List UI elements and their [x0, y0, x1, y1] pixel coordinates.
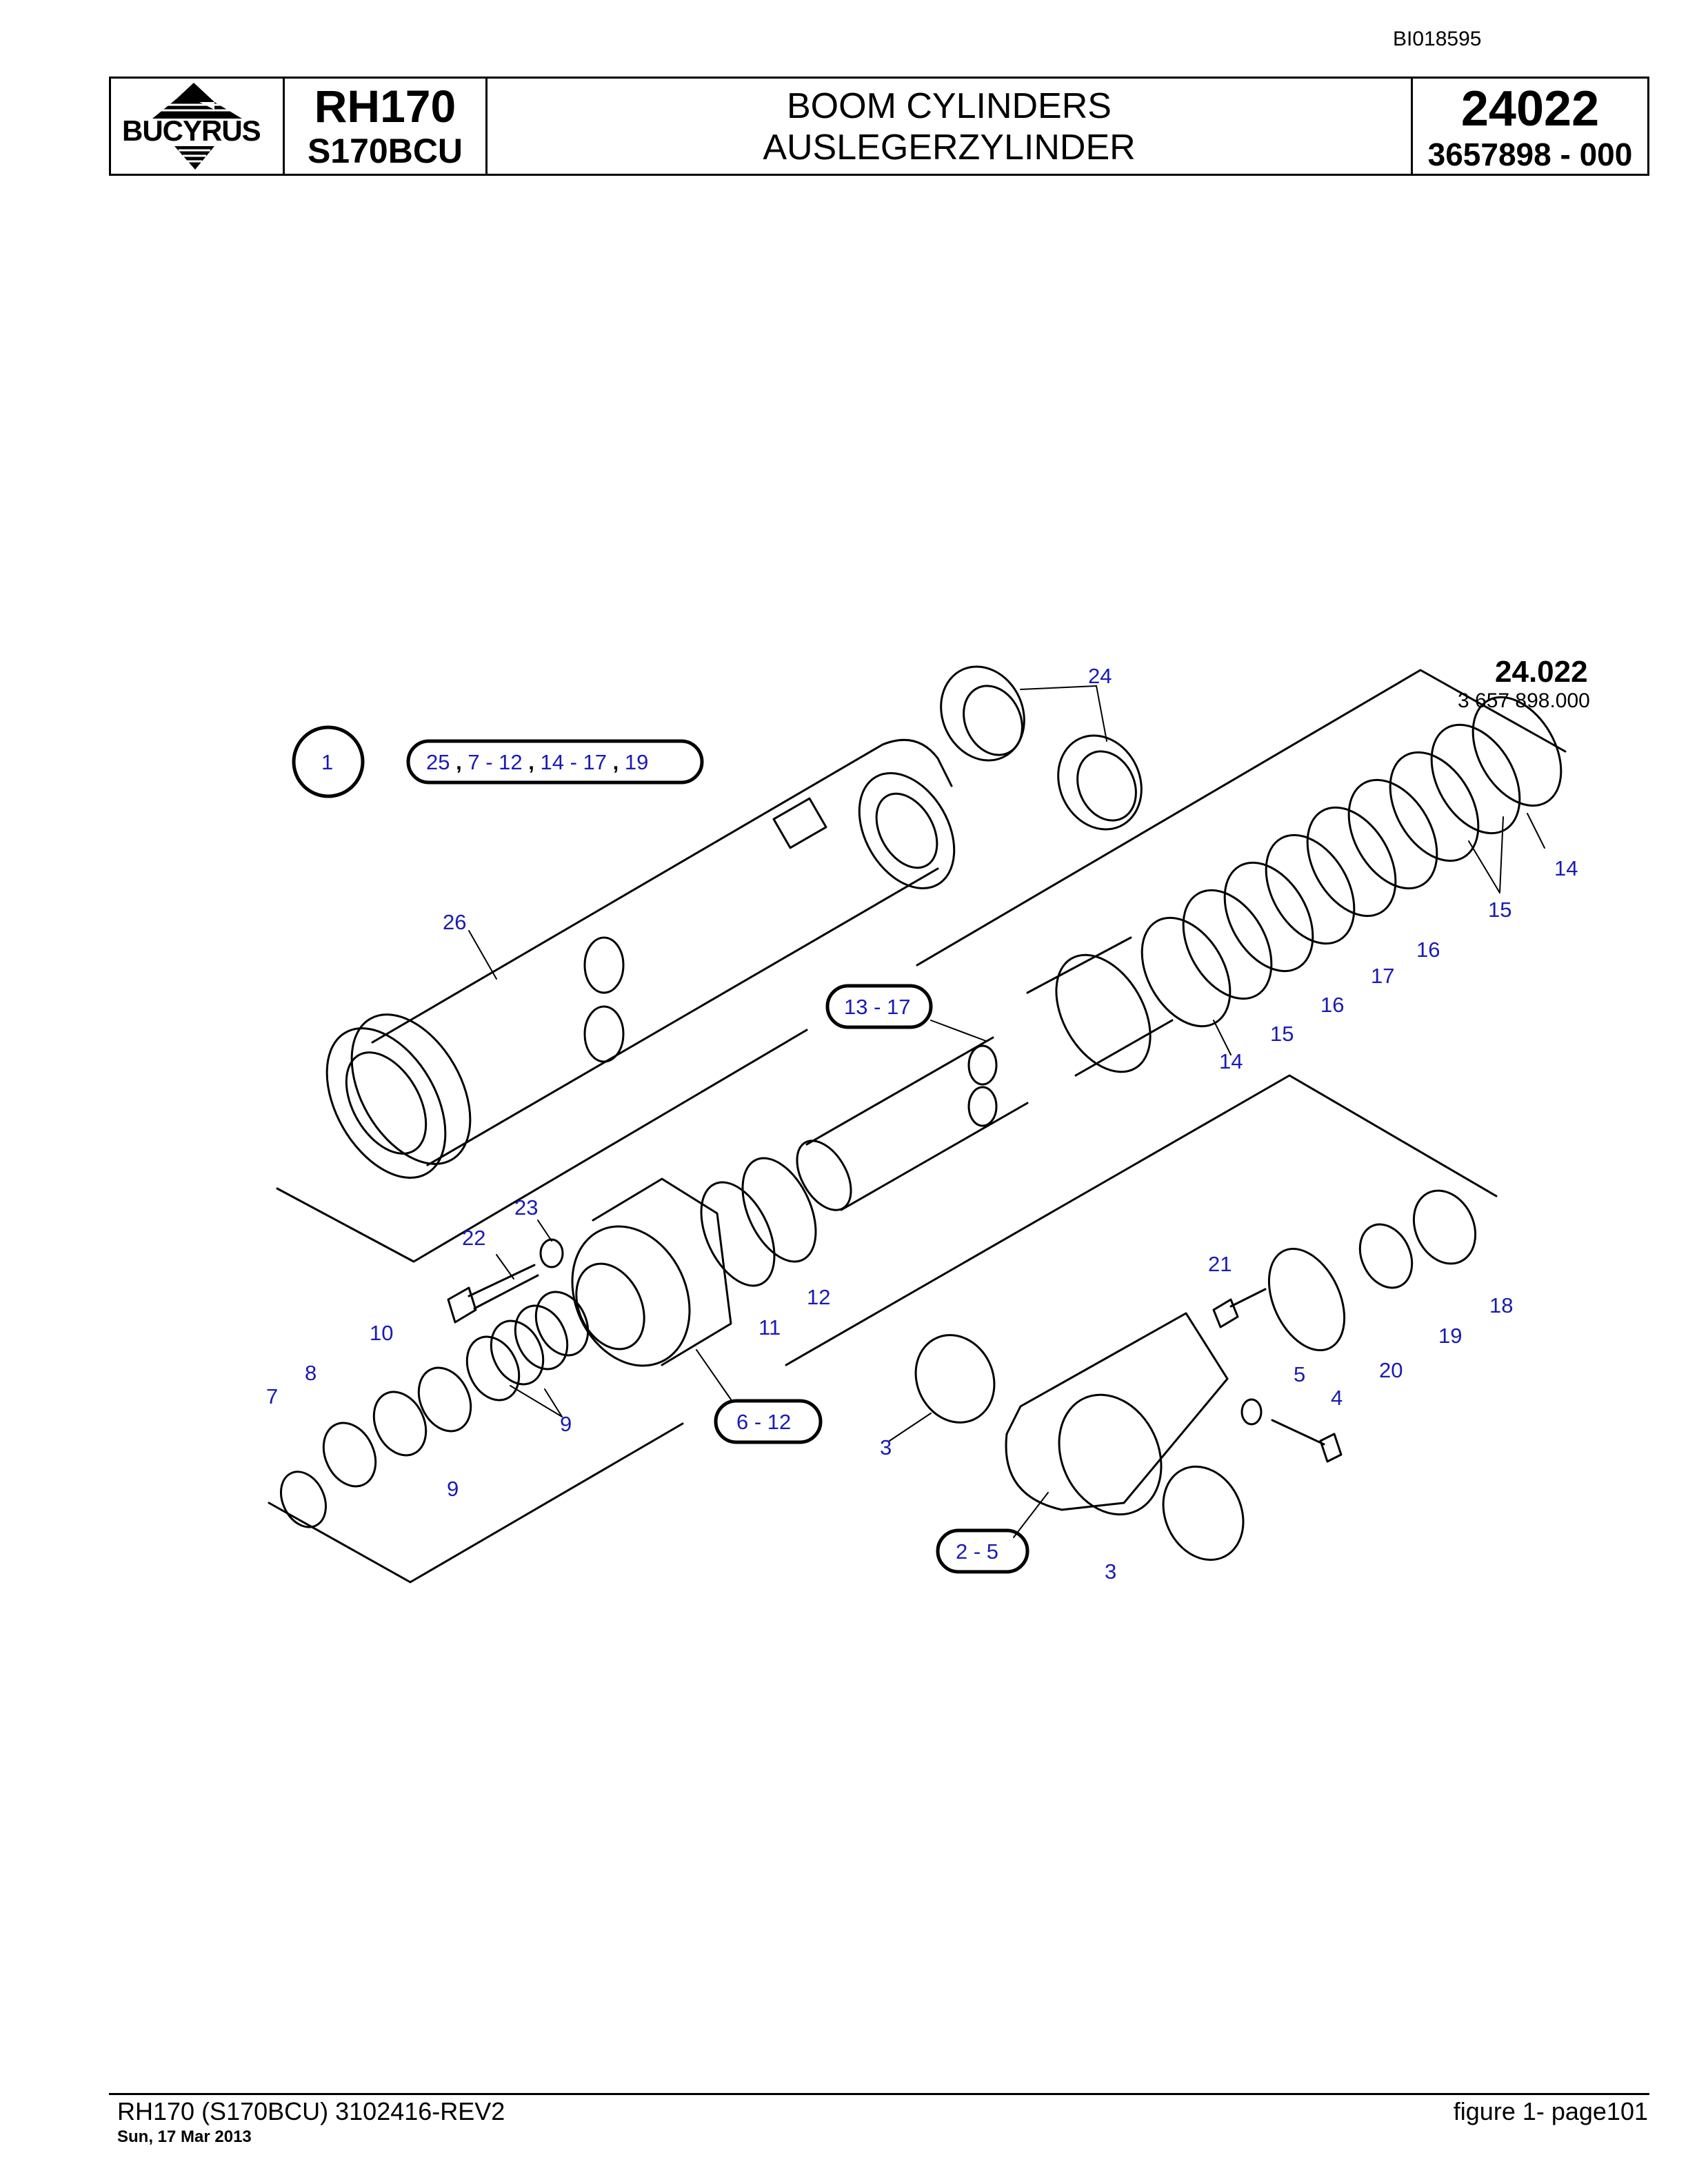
callout-4: 4: [1331, 1386, 1343, 1410]
main-part-7-12: 7 - 12: [468, 750, 523, 774]
piston-rings: [1141, 696, 1563, 1028]
rod-eye: [914, 1312, 1245, 1561]
callout-5: 5: [1294, 1362, 1306, 1386]
cylinder-head: [571, 1177, 732, 1367]
callout-16: 16: [1320, 993, 1345, 1017]
group-bubble-main: [406, 739, 704, 785]
separator: ,: [528, 750, 534, 774]
piston-rod: [796, 936, 1174, 1211]
callout-14: 14: [1219, 1049, 1243, 1073]
model-name: RH170: [314, 81, 456, 132]
callout-26: 26: [443, 910, 467, 934]
group-bubble-piston: [825, 984, 933, 1029]
cylinder-tube: [325, 738, 956, 1179]
leader-lines: [468, 685, 1545, 1538]
head-bolt: [447, 1238, 564, 1324]
model-sub: S170BCU: [307, 132, 463, 170]
callout-21: 21: [1208, 1252, 1232, 1276]
title-cell: BOOM CYLINDERS AUSLEGERZYLINDER: [488, 79, 1413, 174]
rod-eye-hardware: [1212, 1189, 1477, 1463]
callout-11: 11: [758, 1315, 781, 1339]
callout-9: 9: [560, 1412, 572, 1436]
group-ref-main-parts: 25 , 7 - 12 , 14 - 17 , 19: [426, 751, 648, 774]
callout-16: 16: [1416, 938, 1440, 962]
group-number: 24.022: [1495, 655, 1588, 689]
head-seals: [280, 1157, 817, 1528]
callout-3: 3: [1105, 1559, 1117, 1584]
group-bubble-rod-eye: [936, 1528, 1029, 1574]
part-number: 3657898 - 000: [1427, 136, 1633, 172]
callout-3: 3: [880, 1435, 892, 1459]
callout-23: 23: [514, 1195, 539, 1220]
group-ref-main: 1: [321, 750, 334, 774]
title-english: BOOM CYLINDERS: [787, 86, 1112, 126]
callout-22: 22: [462, 1226, 486, 1250]
logo-cell: BUCYRUS: [111, 79, 285, 174]
separator: ,: [456, 750, 462, 774]
callout-10: 10: [370, 1321, 394, 1345]
callout-19: 19: [1438, 1324, 1463, 1348]
group-ref-piston: 13 - 17: [844, 995, 911, 1019]
callout-14: 14: [1554, 856, 1578, 880]
group-bubble-1: [292, 725, 365, 798]
group-ref-head: 6 - 12: [736, 1410, 792, 1434]
document-id: BI018595: [1393, 28, 1482, 50]
group-ref-rod-eye: 2 - 5: [956, 1539, 999, 1564]
callout-24: 24: [1088, 664, 1112, 688]
title-block: BUCYRUS RH170 S170BCU BOOM CYLINDERS AUS…: [109, 77, 1649, 176]
footer-rule: [109, 2093, 1649, 2095]
bucyrus-logo-icon: [152, 83, 242, 170]
callout-18: 18: [1489, 1293, 1514, 1317]
callout-8: 8: [305, 1361, 317, 1385]
logo-wordmark: BUCYRUS: [122, 114, 261, 147]
title-german: AUSLEGERZYLINDER: [763, 128, 1136, 168]
main-part-14-17: 14 - 17: [540, 750, 607, 774]
separator: ,: [612, 750, 619, 774]
callout-9: 9: [447, 1477, 459, 1501]
group-part-number: 3 657 898.000: [1458, 689, 1590, 712]
group-bubble-head: [714, 1399, 823, 1444]
main-part-19: 19: [624, 750, 649, 774]
callout-15: 15: [1488, 898, 1512, 922]
footer-page: figure 1- page101: [1453, 2097, 1648, 2125]
footer-date: Sun, 17 Mar 2013: [117, 2127, 252, 2146]
figure-cell: 24022 3657898 - 000: [1413, 79, 1647, 174]
callout-17: 17: [1371, 964, 1395, 988]
bushings: [940, 665, 1143, 831]
model-cell: RH170 S170BCU: [285, 79, 488, 174]
callout-7: 7: [266, 1384, 279, 1408]
figure-number: 24022: [1460, 81, 1600, 136]
callout-20: 20: [1379, 1358, 1403, 1382]
main-part-25: 25: [426, 750, 450, 774]
footer-doc-ref: RH170 (S170BCU) 3102416-REV2: [117, 2097, 505, 2125]
callout-12: 12: [807, 1285, 831, 1309]
callout-15: 15: [1270, 1022, 1294, 1046]
